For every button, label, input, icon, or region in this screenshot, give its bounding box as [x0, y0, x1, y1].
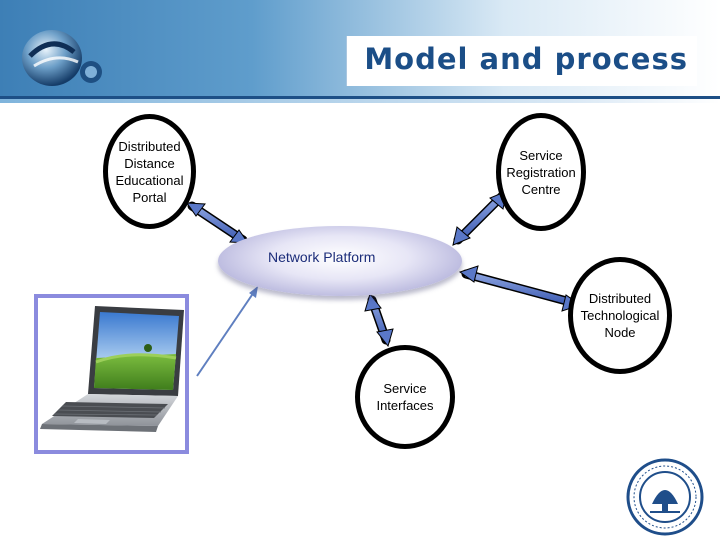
company-logo-icon — [22, 30, 102, 86]
arrow-portal-platform — [186, 201, 249, 245]
node-technological: Distributed Technological Node — [568, 257, 672, 374]
slide-header: Model and process — [0, 0, 720, 103]
laptop-image-frame — [34, 294, 189, 454]
arrow-registration-platform — [452, 190, 508, 246]
network-platform-ellipse — [218, 226, 462, 296]
node-registration-label: Service Registration Centre — [506, 147, 576, 197]
node-technological-label: Distributed Technological Node — [580, 291, 660, 340]
node-portal-label: Distributed Distance Educational Portal — [115, 138, 184, 205]
arrow-laptop-platform — [196, 286, 258, 377]
network-platform-label: Network Platform — [268, 249, 376, 265]
university-seal-icon — [626, 458, 704, 536]
laptop-icon — [40, 306, 184, 432]
node-service-interfaces: Service Interfaces — [355, 345, 455, 449]
node-registration-centre: Service Registration Centre — [496, 113, 586, 231]
arrow-interfaces-platform — [364, 292, 394, 348]
arrow-node-platform — [458, 265, 582, 312]
title-background — [346, 36, 697, 86]
node-portal: Distributed Distance Educational Portal — [103, 114, 196, 229]
slide-title: Model and process — [364, 42, 688, 76]
node-interfaces-label: Service Interfaces — [376, 381, 434, 413]
